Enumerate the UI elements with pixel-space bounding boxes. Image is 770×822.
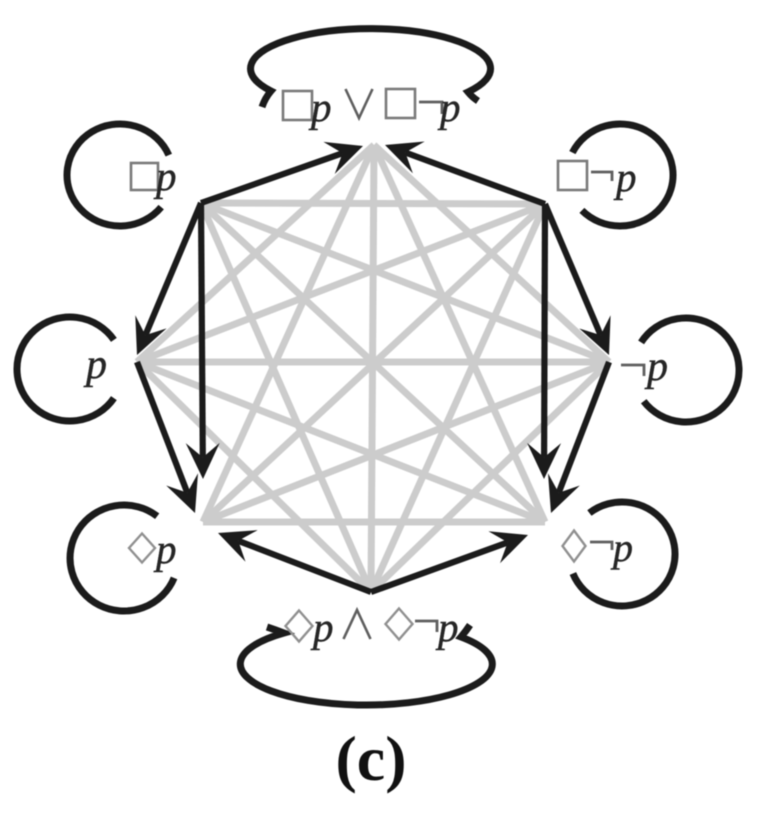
svg-text:p: p [435, 604, 459, 650]
svg-text:p: p [153, 526, 177, 572]
svg-text:p: p [310, 604, 334, 650]
svg-text:p: p [644, 344, 668, 390]
svg-text:(c): (c) [335, 723, 406, 794]
svg-text:p: p [308, 84, 332, 130]
svg-text:p: p [613, 154, 637, 200]
svg-text:p: p [153, 153, 177, 199]
svg-text:p: p [610, 525, 633, 570]
svg-text:p: p [83, 342, 107, 388]
svg-text:p: p [437, 84, 461, 130]
